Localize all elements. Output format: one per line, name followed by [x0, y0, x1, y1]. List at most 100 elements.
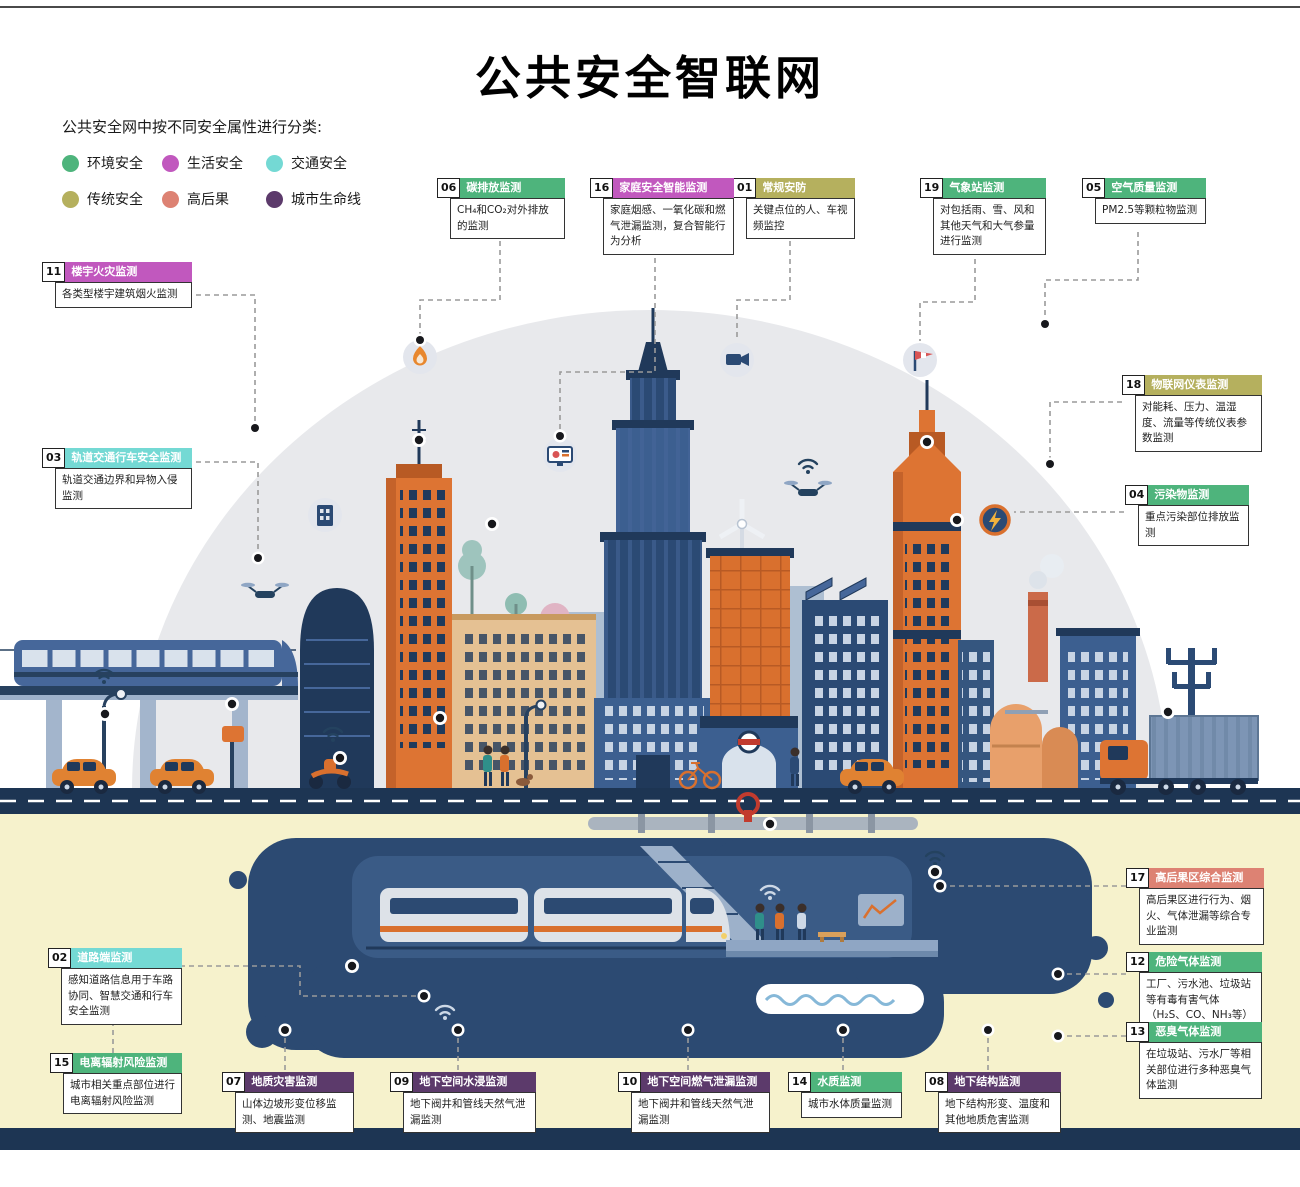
callout-number: 10: [618, 1072, 642, 1092]
callout-title: 气象站监测: [943, 178, 1046, 198]
callout-number: 02: [48, 948, 72, 968]
navy-building: [958, 640, 994, 790]
legend-grid: 环境安全 生活安全 交通安全 传统安全 高后果 城市生命线: [62, 153, 384, 209]
legend-dot: [62, 154, 79, 172]
underground-water: [756, 984, 924, 1014]
legend-dot: [62, 190, 79, 208]
legend-label: 传统安全: [87, 192, 143, 208]
callout-number: 08: [925, 1072, 949, 1092]
legend-item-lifeline: 城市生命线: [266, 189, 384, 209]
callout-number: 16: [590, 178, 614, 198]
legend: 公共安全网中按不同安全属性进行分类: 环境安全 生活安全 交通安全 传统安全 高…: [62, 116, 384, 209]
callout-number: 01: [733, 178, 757, 198]
callout-title: 恶臭气体监测: [1149, 1022, 1262, 1042]
metro-platform: [726, 884, 938, 957]
legend-item-environment: 环境安全: [62, 153, 162, 173]
callout-number: 06: [437, 178, 461, 198]
callout-number: 07: [222, 1072, 246, 1092]
callout-title: 家庭安全智能监测: [613, 178, 734, 198]
callout-number: 15: [50, 1053, 74, 1073]
lightning-icon: [979, 504, 1011, 536]
gas-pipeline: [588, 792, 918, 833]
callout-title: 危险气体监测: [1149, 952, 1262, 972]
page-title: 公共安全智联网: [475, 51, 825, 105]
legend-dot: [266, 190, 283, 208]
callout-description: 高后果区进行行为、烟火、气体泄漏等综合专业监测: [1139, 887, 1264, 945]
central-skyscraper: [594, 308, 712, 790]
bus-stop-sign: [222, 726, 244, 788]
callout-number: 05: [1082, 178, 1106, 198]
legend-dot: [162, 190, 179, 208]
orange-tower-left: [386, 420, 452, 790]
callout-number: 12: [1126, 952, 1150, 972]
elevated-rail: [0, 640, 298, 788]
screen-icon: [543, 438, 577, 472]
legend-label: 城市生命线: [291, 192, 361, 208]
pedestrians: [483, 745, 800, 786]
callout-description: 山体边坡形变位移监测、地震监测: [235, 1091, 354, 1134]
callout-description: 地下阀井和管线天然气泄漏监测: [631, 1091, 770, 1134]
legend-intro: 公共安全网中按不同安全属性进行分类:: [62, 118, 323, 136]
legend-item-traditional: 传统安全: [62, 189, 162, 209]
legend-item-life: 生活安全: [162, 153, 266, 173]
callout-title: 地质灾害监测: [245, 1072, 354, 1092]
orange-grid-building: [706, 548, 794, 718]
legend-label: 生活安全: [187, 156, 243, 172]
callout-title: 地下空间水浸监测: [413, 1072, 536, 1092]
callout-description: 关键点位的人、车视频监控: [746, 197, 855, 240]
callout-title: 道路端监测: [71, 948, 182, 968]
legend-item-traffic: 交通安全: [266, 153, 384, 173]
callout-number: 18: [1122, 375, 1146, 395]
callout-description: PM2.5等颗粒物监测: [1095, 197, 1206, 224]
callout-title: 地下空间燃气泄漏监测: [641, 1072, 770, 1092]
callout-title: 地下结构监测: [948, 1072, 1061, 1092]
street-lamp: [524, 699, 547, 788]
metro-train: [380, 888, 730, 942]
callout-title: 电离辐射风险监测: [73, 1053, 182, 1073]
building-icon: [308, 498, 342, 532]
legend-label: 交通安全: [291, 156, 347, 172]
callout-title: 碳排放监测: [460, 178, 565, 198]
camera-icon: [720, 343, 754, 377]
legend-item-high-consequence: 高后果: [162, 189, 266, 209]
callout-description: 轨道交通边界和异物入侵监测: [55, 467, 192, 510]
callout-title: 常规安防: [756, 178, 855, 198]
callout-description: 对能耗、压力、温湿度、流量等传统仪表参数监测: [1135, 394, 1262, 452]
top-rule: [0, 6, 1300, 8]
callout-number: 13: [1126, 1022, 1150, 1042]
callout-description: 在垃圾站、污水厂等相关部位进行多种恶臭气体监测: [1139, 1041, 1262, 1099]
callout-description: 各类型楼宇建筑烟火监测: [55, 281, 192, 308]
callout-description: 城市相关重点部位进行电离辐射风险监测: [63, 1072, 182, 1115]
legend-dot: [162, 154, 179, 172]
callout-description: 城市水体质量监测: [801, 1091, 902, 1118]
callout-description: 家庭烟感、一氧化碳和燃气泄漏监测，复合智能行为分析: [603, 197, 734, 255]
callout-title: 污染物监测: [1148, 485, 1249, 505]
callout-number: 14: [788, 1072, 812, 1092]
callout-description: 对包括雨、雪、风和其他天气和大气参量进行监测: [933, 197, 1046, 255]
flame-icon: [403, 340, 437, 374]
callout-title: 物联网仪表监测: [1145, 375, 1262, 395]
legend-dot: [266, 154, 283, 172]
callout-number: 17: [1126, 868, 1150, 888]
callout-number: 03: [42, 448, 66, 468]
callout-description: CH₄和CO₂对外排放的监测: [450, 197, 565, 240]
legend-label: 环境安全: [87, 156, 143, 172]
industrial-plant: [990, 554, 1140, 790]
